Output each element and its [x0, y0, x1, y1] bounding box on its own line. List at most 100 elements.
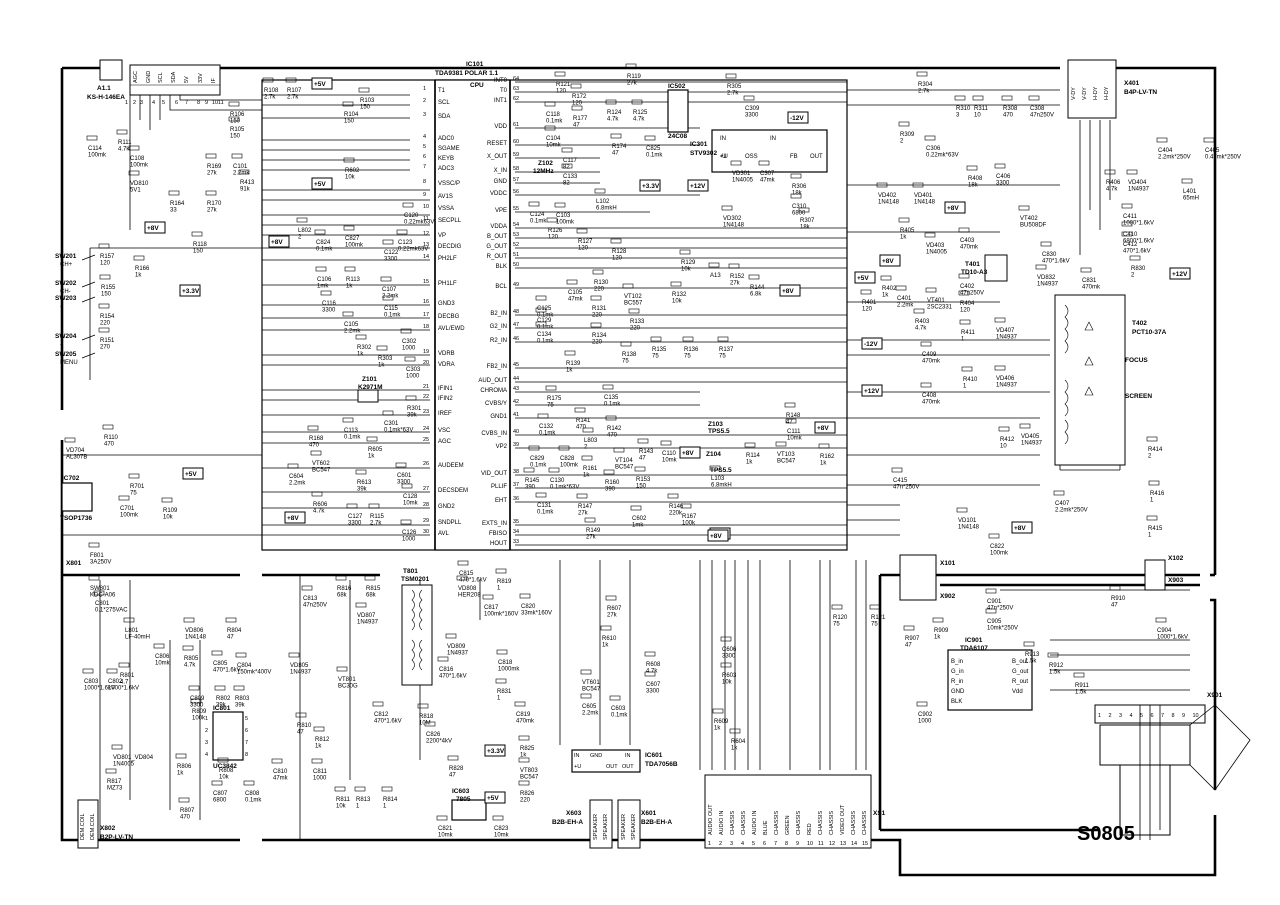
component-ref: R164 — [170, 201, 185, 207]
ic101-pin-num: 10 — [423, 204, 429, 210]
switch-label: - — [60, 304, 62, 310]
ic101-pin-ph1lf: PH1LF — [438, 281, 457, 287]
component-ref: L102 — [596, 199, 610, 205]
component-symbol — [211, 650, 223, 656]
component-symbol — [670, 281, 682, 287]
component-value: 0.1mk — [530, 219, 547, 225]
component-symbol — [758, 160, 770, 166]
component-symbol — [1047, 652, 1059, 658]
component-ref: C125 — [537, 306, 552, 312]
ic801-pin-num: 6 — [245, 728, 248, 734]
component-symbol — [311, 491, 323, 497]
component-ref: VD807 — [357, 613, 376, 619]
component-value: 120 — [578, 246, 589, 252]
component-symbol — [400, 328, 412, 334]
xs1-pin-label: BLUE — [763, 820, 769, 835]
component-value: 47n*250V — [987, 606, 1013, 612]
x601-pin-label: SPEAKER — [631, 814, 637, 840]
component-value: 1k — [135, 273, 142, 279]
ic101-pin-b2in: B2_IN — [490, 311, 507, 317]
component-symbol — [790, 193, 802, 199]
component-symbol — [401, 483, 413, 489]
component-ref: R411 — [961, 330, 976, 336]
xs1-pin-label: CHASSIS — [774, 811, 780, 835]
component-ref: R610 — [602, 636, 617, 642]
ic101-pin-num: 56 — [513, 189, 519, 195]
component-value: 0.1mk — [537, 313, 554, 319]
component-value: 1 — [963, 384, 967, 390]
component-value: 5V1 — [130, 188, 141, 194]
ic101-pin-chroma: CHROMA — [480, 388, 507, 394]
component-ref: R803 — [235, 696, 250, 702]
component-symbol — [336, 666, 348, 672]
component-value: 470*1.6kV — [439, 674, 467, 680]
component-symbol — [1146, 515, 1158, 521]
component-symbol — [86, 135, 98, 141]
ic101-pin-t1: T1 — [438, 88, 446, 94]
component-ref: VT801 — [338, 677, 356, 683]
ic702-ref: IC702 — [62, 475, 80, 482]
supply-flag-box — [861, 384, 883, 397]
xs1-pin-num: 1 — [708, 841, 711, 847]
component-value: 1N4937 — [1021, 441, 1043, 447]
supply-flag-label: +3.3V — [487, 748, 505, 755]
component-value: 2.7k — [918, 89, 930, 95]
component-ref: R106 — [230, 112, 245, 118]
component-symbol — [998, 426, 1010, 432]
component-symbol — [381, 786, 393, 792]
ic801-pin-num: 1 — [205, 716, 208, 722]
component-value: 4.7k — [118, 147, 130, 153]
component-symbol — [205, 153, 217, 159]
component-symbol — [288, 652, 300, 658]
component-ref: C804 — [237, 663, 252, 669]
component-ref: C828 — [560, 456, 575, 462]
component-symbol — [558, 445, 570, 451]
ic101-pin-num: 43 — [513, 386, 519, 392]
component-ref: R104 — [344, 112, 359, 118]
ic101-pin-num: 61 — [513, 122, 519, 128]
component-value: 47 — [612, 151, 619, 157]
ic101-pin-num: 26 — [423, 461, 429, 467]
component-symbol — [287, 463, 299, 469]
ic801-pin-num: 2 — [205, 728, 208, 734]
component-ref: R808 — [219, 768, 234, 774]
ic101-pin-vdda: VDDA — [490, 224, 507, 230]
component-ref: C308 — [1030, 106, 1045, 112]
component-ref: C603 — [611, 706, 626, 712]
component-ref: R310 — [956, 106, 971, 112]
component-symbol — [262, 77, 274, 83]
component-value: 39k — [407, 413, 418, 419]
ic101-pin-num: 3 — [423, 112, 426, 118]
component-symbol — [554, 71, 566, 77]
component-value: 0.1mk — [530, 463, 547, 469]
component-symbol — [128, 170, 140, 176]
component-symbol — [721, 205, 733, 211]
component-ref: R138 — [622, 352, 637, 358]
component-value: 1k — [520, 753, 527, 759]
ic901-ref: IC901 — [965, 637, 983, 644]
component-ref: R155 — [101, 285, 116, 291]
component-ref: R108 — [264, 88, 279, 94]
component-value: 10k — [672, 299, 683, 305]
ic101-pin-num: 38 — [513, 469, 519, 475]
component-value: 47n*250V — [893, 485, 919, 491]
ic101-pin-num: 35 — [513, 519, 519, 525]
component-value: 1k — [177, 771, 184, 777]
ic901-body — [947, 649, 1033, 711]
component-symbol — [876, 182, 888, 188]
component-value: MZ73 — [107, 786, 123, 792]
component-value: 10k — [681, 267, 692, 273]
x802-ref: X802 — [100, 825, 116, 832]
component-symbol — [912, 182, 924, 188]
component-value: 0.1mk — [537, 339, 554, 345]
ic101-left-pins: T11SCL2SDA3ADC04SGAME5KEYB6ADC37VSSC/P8A… — [423, 86, 468, 537]
x401-pin-label: V-DY — [1082, 87, 1088, 100]
supply-flag-label: +8V — [947, 205, 959, 212]
component-ref: R804 — [227, 628, 242, 634]
component-value: 470mk — [1082, 285, 1101, 291]
component-ref: R602 — [345, 168, 360, 174]
component-value: 10mk — [155, 661, 171, 667]
component-value: 3300 — [384, 257, 398, 263]
component-symbol — [581, 455, 593, 461]
t402-part: PCT10-37A — [1132, 329, 1167, 336]
